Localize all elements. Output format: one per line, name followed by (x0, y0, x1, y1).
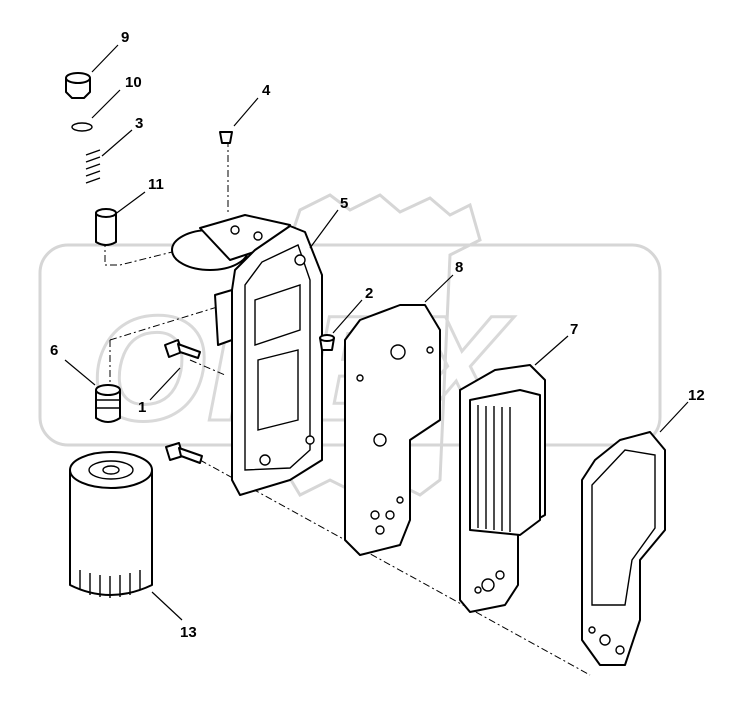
callout-10: 10 (125, 74, 142, 91)
cooler-housing (171, 214, 323, 496)
callout-4: 4 (262, 82, 271, 99)
callout-1: 1 (138, 399, 146, 416)
callout-leaders (64, 44, 689, 621)
callout-9: 9 (121, 29, 129, 46)
callout-6: 6 (50, 342, 58, 359)
callout-13: 13 (180, 624, 197, 641)
oil-cooler-element (459, 364, 546, 613)
pipe-plug (319, 334, 335, 351)
callout-7: 7 (570, 321, 578, 338)
oil-filter (69, 451, 153, 598)
callout-3: 3 (135, 115, 143, 132)
regulator-parts (65, 72, 117, 246)
watermark-gear (283, 193, 482, 497)
callout-labels: 9 10 3 11 4 5 2 8 7 12 1 6 13 (50, 29, 705, 641)
callout-8: 8 (455, 259, 463, 276)
housing-gasket (581, 431, 666, 666)
cooler-gasket (344, 304, 441, 556)
callout-12: 12 (688, 387, 705, 404)
small-plug (219, 131, 233, 144)
filter-nipple (95, 384, 121, 423)
callout-11: 11 (148, 176, 164, 193)
callout-5: 5 (340, 195, 348, 212)
capscrews (164, 339, 203, 464)
callout-2: 2 (365, 285, 373, 302)
